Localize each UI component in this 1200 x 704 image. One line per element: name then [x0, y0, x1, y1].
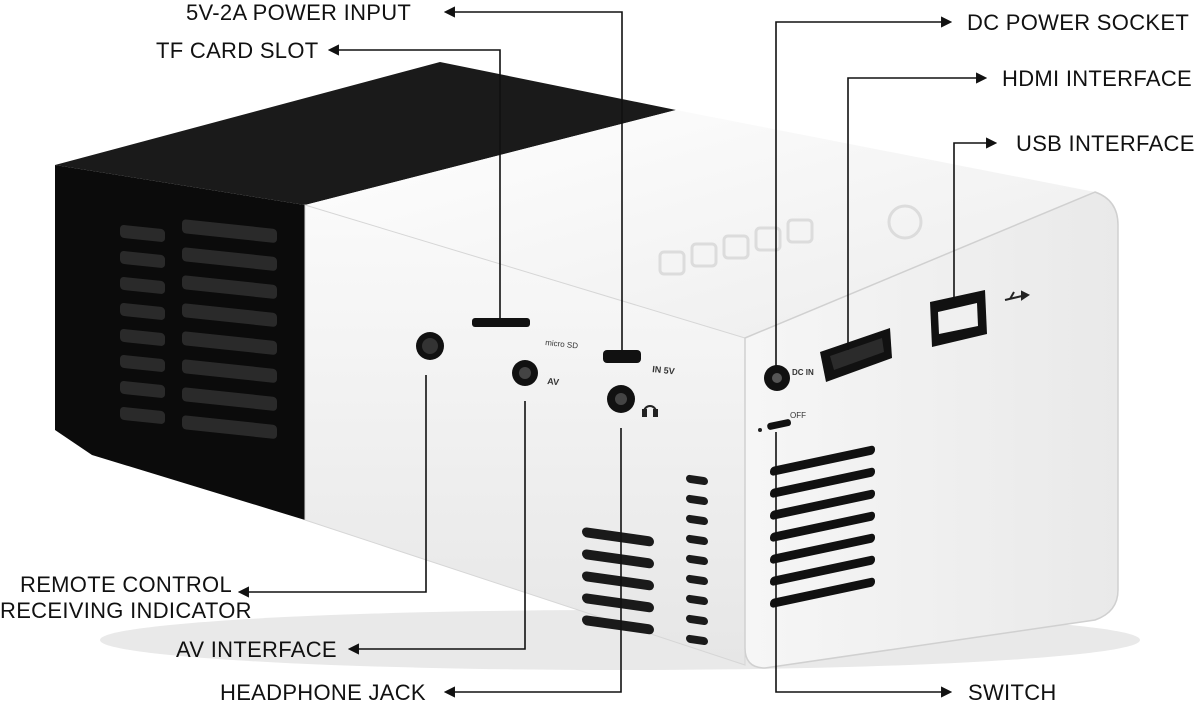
label-receiving-indicator: RECEIVING INDICATOR	[0, 598, 252, 623]
rear-vent	[770, 445, 875, 608]
label-dc-power-socket: DC POWER SOCKET	[967, 10, 1190, 35]
label-av-interface: AV INTERFACE	[176, 637, 337, 662]
label-switch: SWITCH	[968, 680, 1057, 704]
arrow-icon	[443, 428, 622, 698]
in-5v-marking: IN 5V	[652, 364, 675, 376]
label-remote-control: REMOTE CONTROL	[20, 572, 232, 597]
power-switch	[758, 419, 792, 432]
arrow-icon	[775, 16, 953, 366]
off-marking: OFF	[790, 411, 806, 420]
label-usb-interface: USB INTERFACE	[1016, 131, 1195, 156]
label-headphone-jack: HEADPHONE JACK	[220, 680, 426, 704]
av-marking: AV	[547, 376, 560, 387]
arrow-icon	[347, 401, 526, 655]
arrow-icon	[775, 432, 953, 698]
label-hdmi-interface: HDMI INTERFACE	[1002, 66, 1192, 91]
dc-in-marking: DC IN	[792, 368, 814, 377]
left-vent	[120, 219, 277, 439]
callout-lines	[237, 6, 998, 698]
headphone-icon	[642, 405, 658, 417]
side-vent	[582, 474, 708, 645]
label-power-input: 5V-2A POWER INPUT	[186, 0, 412, 25]
arrow-icon	[443, 6, 623, 350]
top-emboss	[658, 204, 923, 276]
micro-usb-power-port	[603, 350, 641, 363]
usb-symbol-icon	[1004, 290, 1030, 301]
micro-sd-marking: micro SD	[545, 338, 579, 350]
arrow-icon	[327, 44, 501, 318]
white-top	[305, 110, 1095, 338]
label-tf-card-slot: TF CARD SLOT	[156, 38, 319, 63]
black-housing	[55, 62, 676, 520]
arrow-icon	[847, 72, 988, 350]
tf-card-slot	[472, 318, 530, 327]
arrow-icon	[953, 137, 998, 300]
arrow-icon	[237, 375, 427, 598]
